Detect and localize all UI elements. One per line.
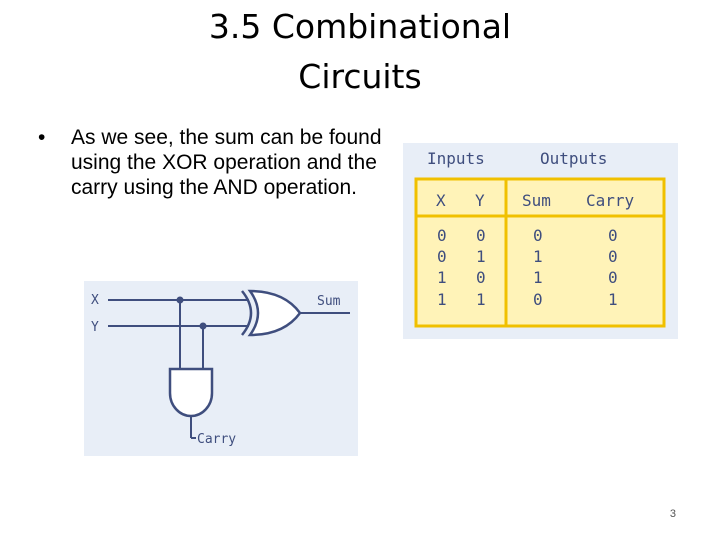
x-junction-dot: [176, 296, 184, 304]
and-gate: [168, 367, 214, 418]
title-line-2: Circuits: [298, 57, 422, 96]
and-body: [168, 367, 214, 418]
cell-x: 1: [437, 290, 447, 309]
cell-carry: 0: [608, 247, 618, 266]
circuit-diagram-panel: X Y Sum Carry: [84, 281, 358, 456]
page-number: 3: [669, 508, 676, 520]
header-sum: Sum: [522, 191, 551, 210]
cell-y: 0: [476, 268, 486, 287]
table-row: 0 1 1 0: [437, 247, 618, 266]
cell-carry: 0: [608, 226, 618, 245]
group-inputs-label: Inputs: [427, 149, 485, 168]
x-input-label: X: [91, 293, 99, 308]
truth-table-panel: Inputs Outputs X Y Sum Carry 0 0 0 0 0 1…: [403, 143, 678, 339]
truth-table-box: [414, 177, 666, 328]
cell-sum: 0: [533, 226, 543, 245]
bullet-marker: •: [38, 126, 46, 149]
table-row: 1 1 0 1: [437, 290, 618, 309]
xor-gate: [241, 289, 302, 337]
xor-body: [247, 289, 302, 337]
cell-y: 1: [476, 247, 486, 266]
truth-table-figure: Inputs Outputs X Y Sum Carry 0 0 0 0 0 1…: [414, 149, 666, 328]
slide-title: 3.5 Combinational Circuits: [0, 2, 720, 102]
cell-x: 0: [437, 247, 447, 266]
bullet-text: As we see, the sum can be found using th…: [71, 126, 382, 199]
xor-extra-arc: [241, 290, 253, 336]
header-y: Y: [475, 191, 485, 210]
title-line-1: 3.5 Combinational: [208, 7, 512, 46]
header-x: X: [436, 191, 446, 210]
cell-carry: 1: [608, 290, 618, 309]
y-input-label: Y: [91, 320, 99, 335]
cell-y: 1: [476, 290, 486, 309]
carry-output-label: Carry: [197, 432, 236, 447]
table-row: 1 0 1 0: [437, 268, 618, 287]
group-outputs-label: Outputs: [540, 149, 607, 168]
cell-x: 0: [437, 226, 447, 245]
cell-x: 1: [437, 268, 447, 287]
half-adder-circuit: X Y Sum Carry: [91, 289, 350, 447]
header-carry: Carry: [586, 191, 635, 210]
y-junction-dot: [199, 322, 207, 330]
sum-output-label: Sum: [317, 294, 341, 309]
cell-y: 0: [476, 226, 486, 245]
cell-sum: 0: [533, 290, 543, 309]
cell-sum: 1: [533, 247, 543, 266]
cell-sum: 1: [533, 268, 543, 287]
table-row: 0 0 0 0: [437, 226, 618, 245]
cell-carry: 0: [608, 268, 618, 287]
